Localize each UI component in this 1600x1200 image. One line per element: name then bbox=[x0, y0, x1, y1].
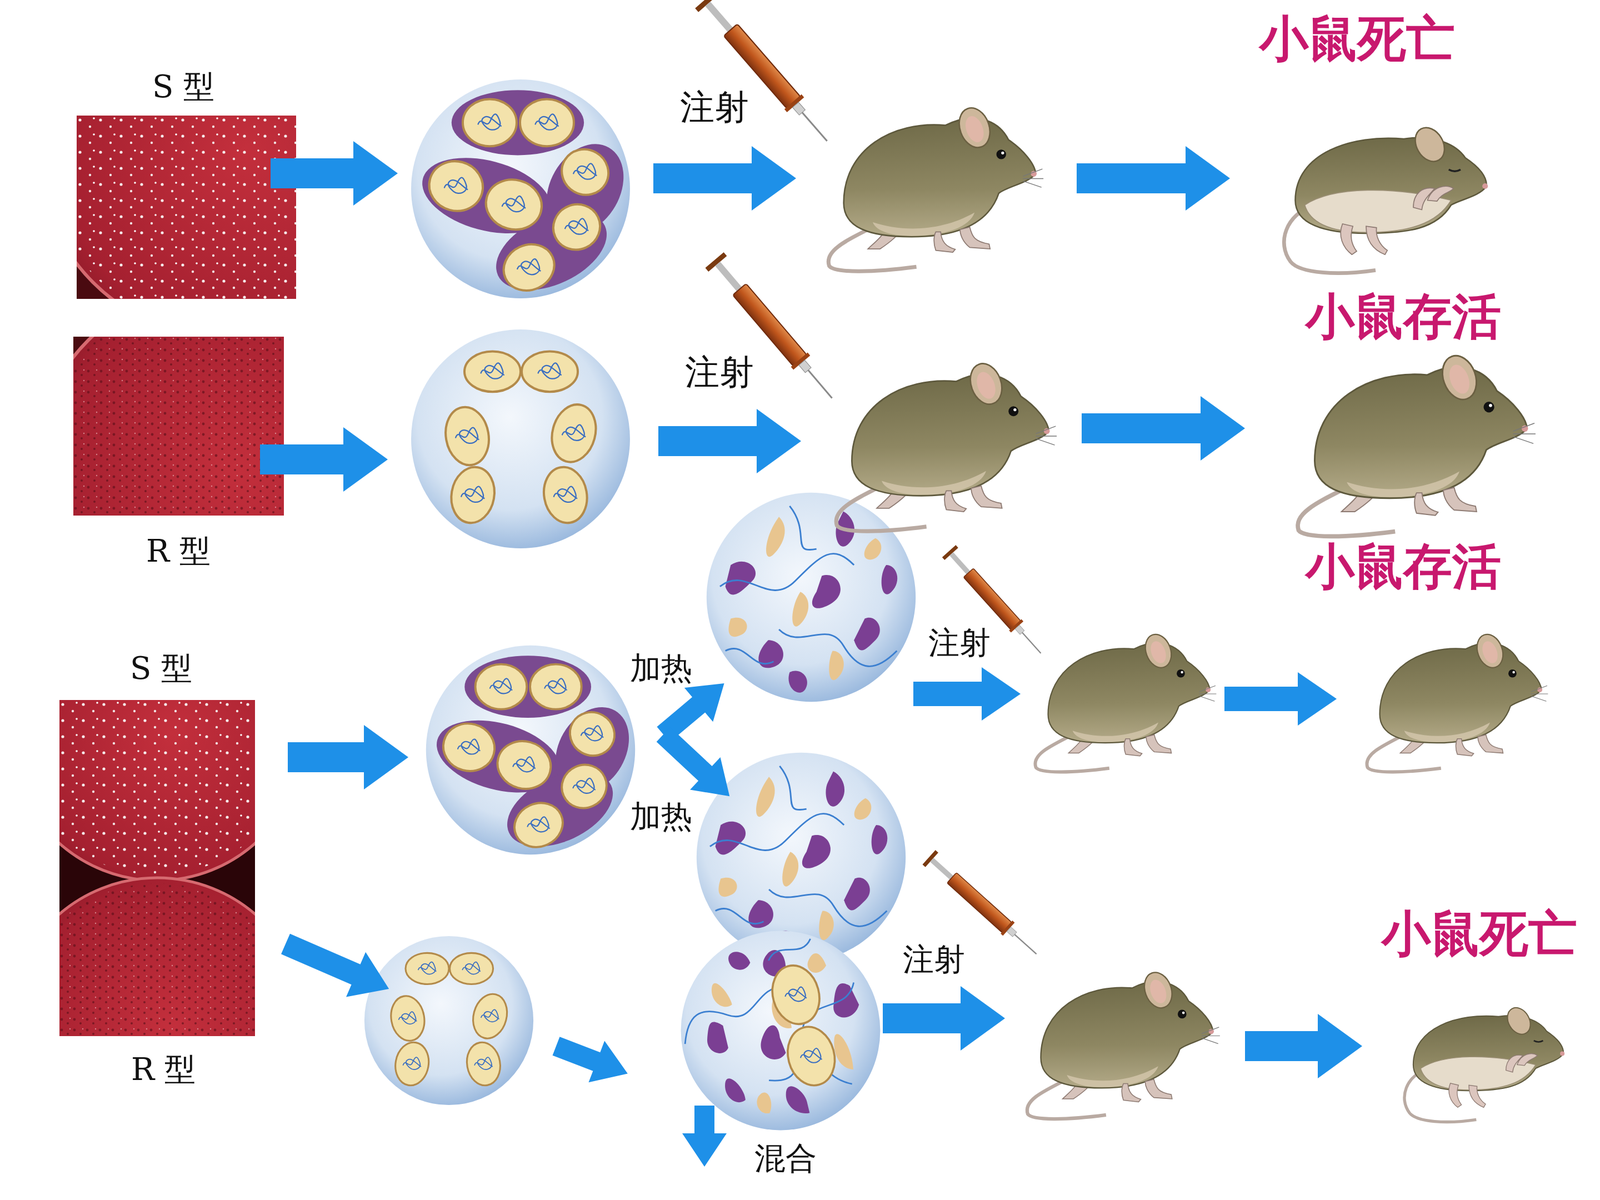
arrow bbox=[287, 725, 409, 790]
step-label: 注射 bbox=[928, 625, 991, 660]
arrow bbox=[275, 921, 399, 1012]
result-label: 小鼠死亡 bbox=[1259, 12, 1455, 67]
heat-arrow bbox=[648, 718, 745, 813]
arrow bbox=[682, 1105, 727, 1167]
arrow bbox=[653, 146, 797, 211]
step-label: 注射 bbox=[685, 353, 754, 392]
result-label: 小鼠死亡 bbox=[1381, 907, 1578, 962]
result-label: 小鼠存活 bbox=[1305, 290, 1502, 344]
heat-killed-s bbox=[706, 492, 916, 702]
r-cells bbox=[411, 329, 630, 549]
live-mouse bbox=[1366, 630, 1548, 772]
strain-label: S 型 bbox=[152, 69, 215, 104]
arrow bbox=[1245, 1013, 1363, 1079]
s-cells bbox=[426, 645, 644, 863]
arrow bbox=[882, 986, 1005, 1051]
strain-label: R 型 bbox=[146, 533, 211, 569]
arrow bbox=[260, 427, 388, 492]
mouse bbox=[1035, 630, 1217, 772]
arrow bbox=[1076, 146, 1230, 211]
step-label: 加热 bbox=[630, 651, 693, 686]
arrow bbox=[1081, 396, 1245, 461]
s-cells bbox=[411, 79, 639, 307]
live-mouse bbox=[1297, 351, 1536, 537]
arrow bbox=[270, 141, 398, 206]
dead-mouse bbox=[1404, 1003, 1565, 1122]
arrows bbox=[260, 141, 1363, 1167]
arrow bbox=[658, 408, 802, 474]
strain-label: S 型 bbox=[130, 651, 193, 686]
step-label: 加热 bbox=[630, 799, 693, 834]
petri-dish-r bbox=[34, 286, 402, 654]
strain-label: R 型 bbox=[131, 1052, 196, 1087]
mouse bbox=[1027, 968, 1220, 1119]
step-label: 混合 bbox=[754, 1141, 817, 1176]
petri-dish-s bbox=[37, 0, 416, 338]
step-label: 注射 bbox=[902, 942, 965, 977]
mouse bbox=[828, 103, 1044, 272]
mouse bbox=[836, 359, 1057, 532]
arrow bbox=[1224, 672, 1337, 726]
result-label: 小鼠存活 bbox=[1305, 540, 1502, 594]
heat-killed-s bbox=[696, 752, 906, 962]
step-label: 注射 bbox=[680, 88, 749, 127]
dead-mouse bbox=[1283, 122, 1488, 273]
petri-dish-pair bbox=[7, 586, 308, 1178]
r-cells bbox=[364, 936, 534, 1105]
arrow bbox=[548, 1025, 637, 1095]
arrow bbox=[913, 667, 1021, 721]
syringe bbox=[695, 0, 837, 150]
